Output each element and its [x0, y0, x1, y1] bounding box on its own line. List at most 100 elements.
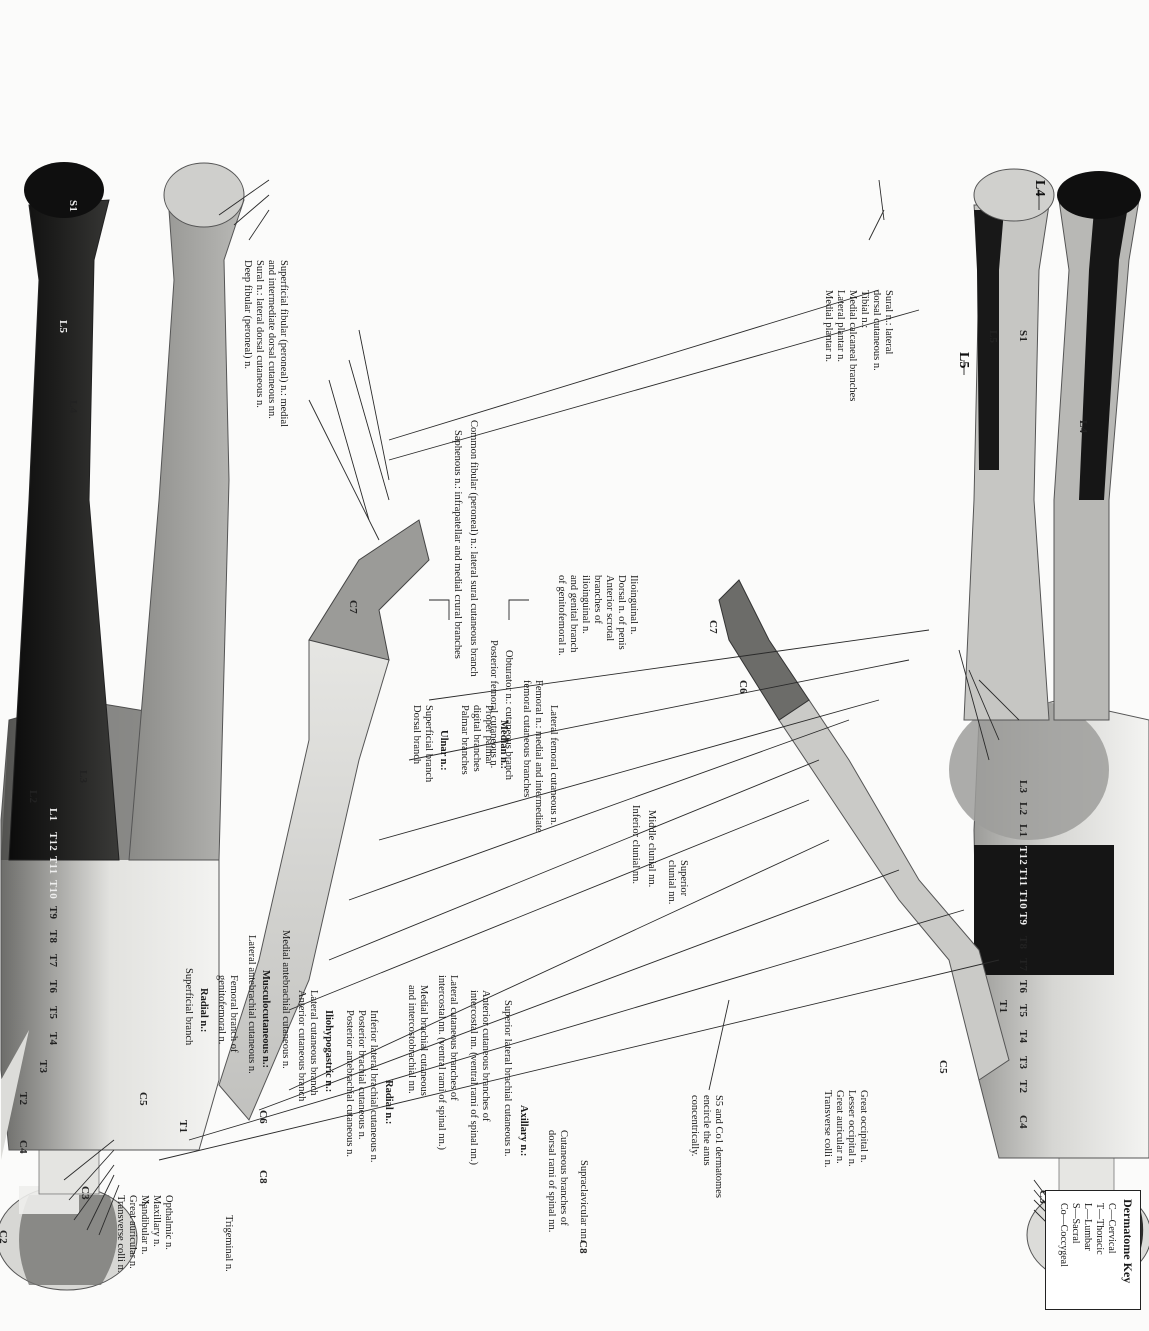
label-medial-brachial: Medial brachial cutaneous and intercosto…	[405, 985, 429, 1096]
label-ulnar: Ulnar n.:	[437, 730, 449, 771]
foot-back-labels: Sural n.: lateral dorsal cutaneous n. Ti…	[822, 290, 894, 401]
label-ilio-items: Lateral cutaneous branch Anterior cutane…	[295, 990, 319, 1101]
anterior-foot-left	[164, 163, 244, 227]
label-anterior-cutaneous: Anterior cutaneous branches of intercost…	[467, 990, 491, 1165]
label-middle-clunial: Middle clunial nn.	[645, 810, 657, 887]
ant-derm-t7: T7	[47, 954, 59, 967]
label-saphenous: Saphenous n.: infrapatellar and medial c…	[451, 430, 463, 659]
ant-derm-t4: T4	[47, 1032, 59, 1045]
ant-derm-c6: C6	[257, 1110, 269, 1124]
ant-derm-t5: T5	[47, 1006, 59, 1019]
dermatome-key-title: Dermatome Key	[1120, 1199, 1135, 1301]
ant-derm-c8: C8	[257, 1170, 269, 1184]
ant-derm-t1: T1	[177, 1120, 189, 1133]
post-derm-c6: C6	[737, 680, 749, 694]
label-axillary: Axillary n.:	[517, 1105, 529, 1156]
label-superior-clunial: Superior clunial nn.	[665, 860, 689, 904]
post-derm-c4: C4	[1017, 1115, 1029, 1129]
post-derm-t3: T3	[1017, 1056, 1029, 1069]
ant-derm-t11: T11	[47, 856, 59, 874]
posterior-leg-lower	[964, 205, 1049, 720]
post-derm-t1: T1	[997, 1000, 1009, 1013]
posterior-buttocks	[949, 700, 1109, 840]
label-superior-lateral: Superior lateral brachial cutaneous n.	[501, 1000, 513, 1157]
head-back-nerves: Great occipital n. Lesser occipital n. G…	[821, 1090, 869, 1167]
post-derm-c5: C5	[937, 1060, 949, 1074]
label-musculocutaneous: Musculocutaneous n.:	[259, 970, 271, 1068]
ant-derm-l1: L1	[47, 808, 59, 821]
label-femoral-branch: Femoral branch of genitofemoral n.	[215, 975, 239, 1053]
ant-derm-t3: T3	[37, 1060, 49, 1073]
posterior-hand	[719, 580, 809, 720]
callout-l5: L5	[955, 352, 971, 368]
post-derm-l5: L5	[987, 330, 999, 343]
label-lateral-antebrachial: Lateral antebrachial cutaneous n.	[245, 935, 257, 1074]
label-radial: Radial n.:	[382, 1080, 394, 1124]
post-derm-t2: T2	[1017, 1080, 1029, 1093]
post-derm-s1: S1	[1017, 330, 1029, 342]
post-derm-t7: T7	[1017, 958, 1029, 971]
key-item-sacral: S—Sacral	[1069, 1199, 1081, 1301]
post-derm-l4: L4	[1077, 420, 1089, 433]
ant-derm-l3: L3	[77, 770, 89, 783]
label-iliohypogastric: Iliohypogastric n.:	[322, 1010, 334, 1092]
anterior-foot-right	[24, 162, 104, 218]
anterior-hand-upper	[309, 520, 429, 660]
ant-derm-c5: C5	[137, 1092, 149, 1106]
ant-derm-l2: L2	[27, 790, 39, 803]
post-derm-t8: T8	[1017, 936, 1029, 949]
key-item-lumbar: L—Lumbar	[1081, 1199, 1093, 1301]
key-item-coccygeal: Co—Coccygeal	[1057, 1199, 1069, 1301]
post-derm-l2: L2	[1017, 802, 1029, 815]
dermatome-key: Dermatome Key C—Cervical T—Thoracic L—Lu…	[1045, 1190, 1141, 1310]
label-superficial-branch: Superficial branch	[182, 968, 194, 1045]
label-radial-items: Inferior lateral brachial cutaneous n. P…	[343, 1010, 379, 1162]
callout-l4: L4	[1031, 180, 1047, 196]
post-derm-t10: T10	[1017, 890, 1029, 909]
ant-derm-t8: T8	[47, 930, 59, 943]
post-derm-t5: T5	[1017, 1004, 1029, 1017]
anterior-leg-left	[129, 200, 244, 860]
post-derm-c7: C7	[707, 620, 719, 634]
post-derm-t6: T6	[1017, 980, 1029, 993]
label-obturator: Obturator n.: cutaneous branch	[502, 650, 514, 780]
ant-derm-c7: C7	[347, 600, 359, 614]
post-derm-t12: T12	[1017, 846, 1029, 865]
label-lateral-femoral: Lateral femoral cutaneous n.	[547, 705, 559, 825]
post-derm-t11: T11	[1017, 868, 1029, 886]
ant-derm-t12: T12	[47, 832, 59, 851]
label-ulnar-items: Superficial branch Dorsal branch	[410, 705, 434, 782]
key-item-thoracic: T—Thoracic	[1093, 1199, 1105, 1301]
label-cutaneous-dorsal: Cutaneous branches of dorsal rami of spi…	[545, 1130, 569, 1232]
label-common-fibular: Common fibular (peroneal) n.: lateral su…	[467, 420, 479, 677]
anterior-leg-right	[9, 200, 119, 860]
ant-derm-l4: L4	[67, 400, 79, 413]
foot-front-labels: Superficial fibular (peroneal) n.: media…	[241, 260, 289, 427]
label-lateral-cutaneous: Lateral cutaneous branches of intercosta…	[435, 975, 459, 1150]
post-derm-l3: L3	[1017, 780, 1029, 793]
label-femoral: Femoral n.: medial and intermediate femo…	[520, 680, 544, 833]
ant-derm-t10: T10	[47, 880, 59, 899]
post-derm-t9: T9	[1017, 912, 1029, 925]
trigeminal-label: Trigeminal n.	[222, 1215, 234, 1272]
key-item-cervical: C—Cervical	[1105, 1199, 1117, 1301]
ant-derm-s1: S1	[67, 200, 79, 212]
ant-derm-c4: C4	[17, 1140, 29, 1154]
head-front-nerves: Opthalmic n. Maxillary n. Mandibular n. …	[114, 1195, 174, 1272]
label-medial-antebrachial: Medial antebrachial cutaneous n.	[279, 930, 291, 1069]
posterior-foot-left	[1057, 171, 1141, 219]
ant-derm-c3: C3	[79, 1186, 91, 1200]
label-radial-2: Radial n.:	[197, 988, 209, 1032]
groin-labels: Ilioinguinal n. Dorsal n. of penis Anter…	[555, 575, 639, 656]
ant-derm-c2: C2	[0, 1230, 9, 1244]
ant-derm-l5: L5	[57, 320, 69, 333]
ant-derm-t6: T6	[47, 980, 59, 993]
ant-derm-t9: T9	[47, 906, 59, 919]
posterior-lumbar-dark	[974, 845, 1114, 975]
label-posterior-femoral: Posterior femoral cutaneous n.	[487, 640, 499, 768]
post-derm-t4: T4	[1017, 1030, 1029, 1043]
label-supraclavicular: Supraclavicular nn.	[577, 1160, 589, 1242]
